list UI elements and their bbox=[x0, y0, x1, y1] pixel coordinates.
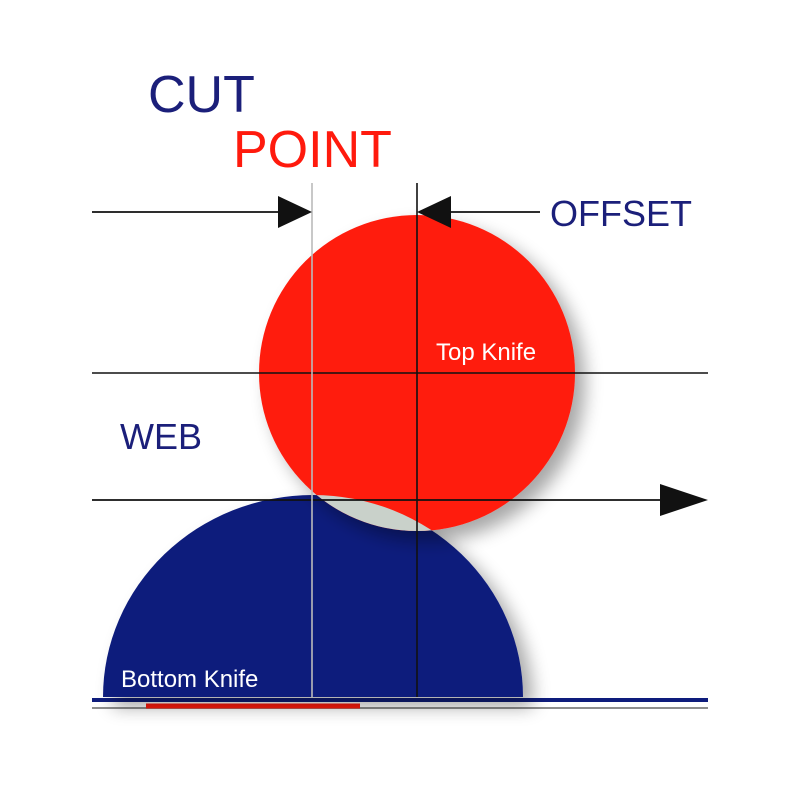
title-point: POINT bbox=[233, 121, 392, 179]
web-arrowhead bbox=[660, 484, 708, 516]
offset-arrowhead bbox=[417, 196, 451, 228]
bottom-knife-label: Bottom Knife bbox=[121, 666, 258, 693]
top-knife-label: Top Knife bbox=[436, 339, 536, 366]
bottom-knife-shape bbox=[103, 495, 523, 697]
cut-point-arrowhead bbox=[278, 196, 312, 228]
title-cut: CUT bbox=[148, 66, 255, 124]
offset-label: OFFSET bbox=[550, 193, 692, 234]
web-label: WEB bbox=[120, 416, 202, 457]
